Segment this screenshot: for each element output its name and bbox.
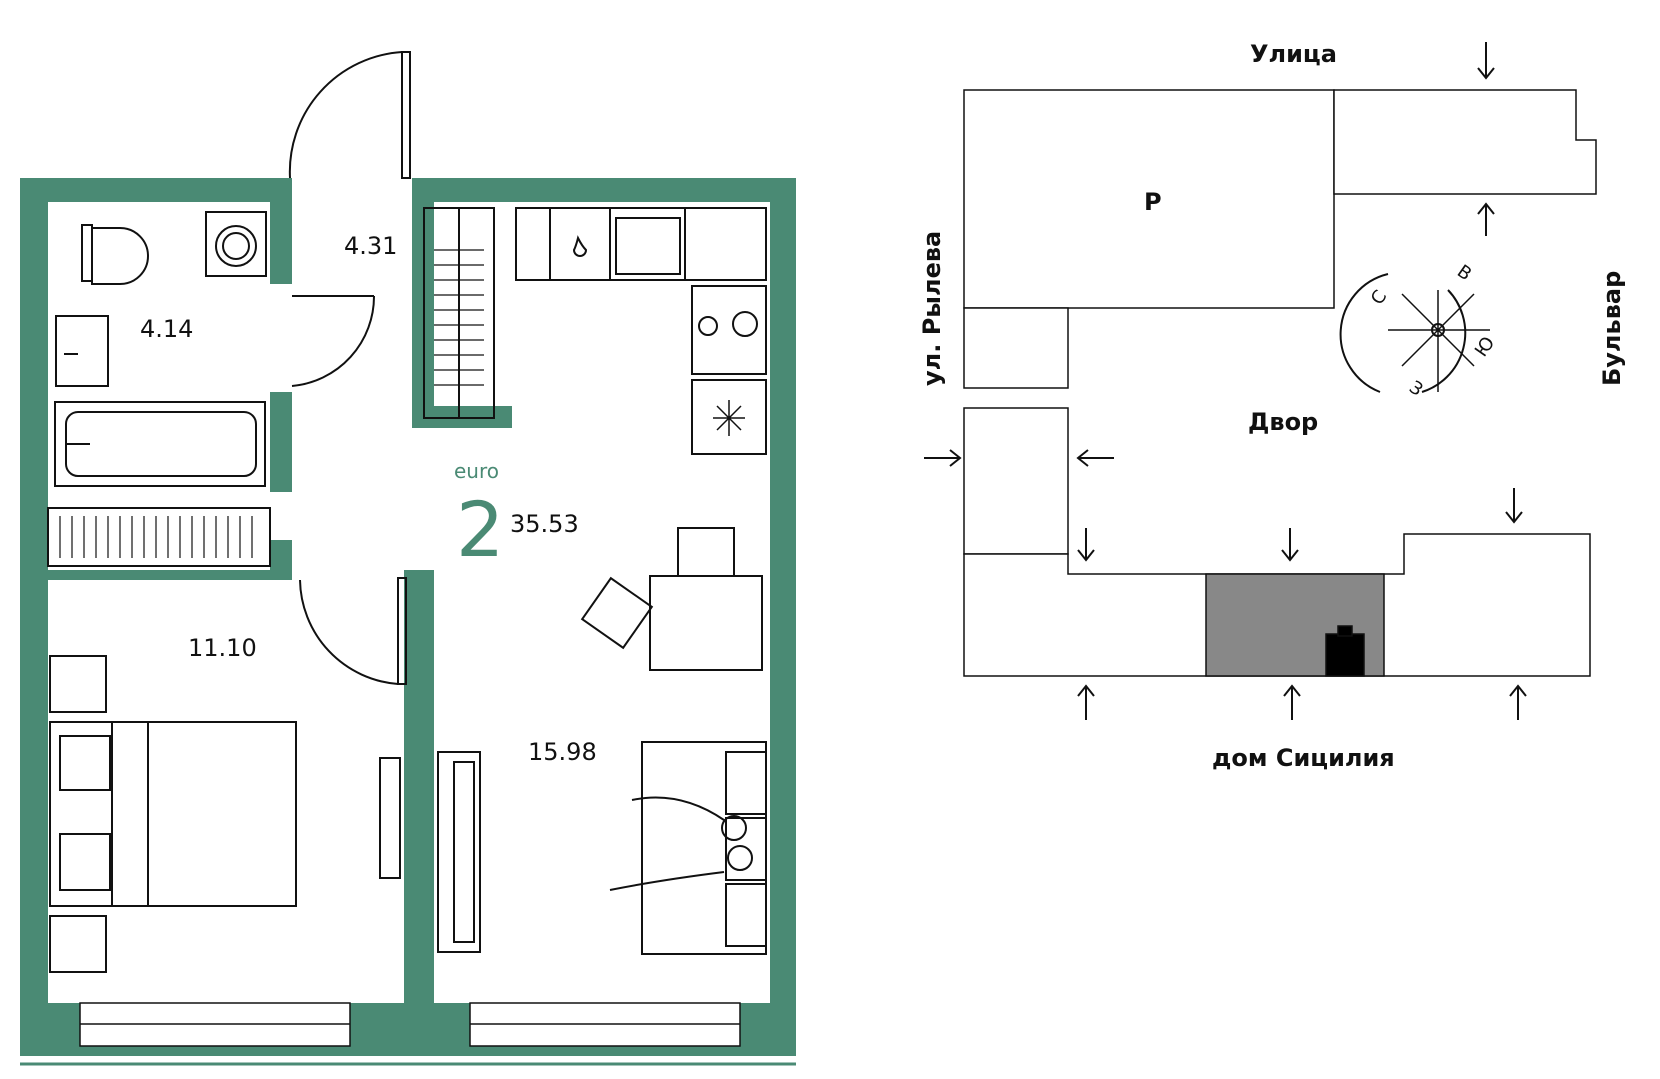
hall-wardrobe bbox=[423, 207, 495, 419]
washing-machine bbox=[205, 211, 267, 277]
kitchen-counter bbox=[515, 207, 767, 455]
dining-table bbox=[580, 527, 763, 671]
entry-arrows bbox=[924, 42, 1527, 720]
bedroom-area: 11.10 bbox=[188, 634, 257, 662]
sofa bbox=[609, 741, 767, 955]
living-area: 15.98 bbox=[528, 738, 597, 766]
total-area: 35.53 bbox=[510, 510, 579, 538]
compass-east: В bbox=[1453, 261, 1475, 285]
street-top-label: Улица bbox=[1250, 40, 1337, 68]
rooms-count: 2 bbox=[456, 485, 504, 574]
floor-plan: 4.31 4.14 11.10 15.98 euro 2 35.53 bbox=[20, 51, 796, 1066]
tv-bedroom bbox=[379, 757, 401, 879]
toilet bbox=[81, 224, 149, 285]
bed bbox=[49, 655, 297, 973]
bathtub bbox=[54, 401, 266, 487]
outer-walls bbox=[20, 178, 796, 1056]
bedroom-door bbox=[299, 577, 407, 685]
windows bbox=[20, 1002, 796, 1066]
site-plan: Улица Р Двор дом Сицилия ул. Рылева Буль… bbox=[918, 40, 1626, 772]
buildings bbox=[963, 89, 1597, 677]
compass-west: З bbox=[1405, 377, 1427, 401]
euro-label: euro bbox=[454, 459, 499, 483]
furniture bbox=[47, 51, 767, 973]
building-letter: Р bbox=[1144, 188, 1162, 216]
street-left-label: ул. Рылева bbox=[918, 231, 946, 386]
compass-south: Ю bbox=[1471, 333, 1499, 361]
compass-north: С bbox=[1367, 287, 1391, 309]
bedroom-wardrobe bbox=[47, 507, 271, 567]
yard-label: Двор bbox=[1248, 408, 1318, 436]
compass-rose bbox=[1339, 273, 1490, 393]
bath-sink bbox=[55, 315, 109, 387]
house-label: дом Сицилия bbox=[1212, 744, 1395, 772]
bathroom-door bbox=[291, 295, 376, 387]
room-labels: 4.31 4.14 11.10 15.98 euro 2 35.53 bbox=[140, 232, 597, 766]
tv-living bbox=[437, 751, 481, 953]
entrance-door bbox=[288, 51, 411, 179]
bathroom-area: 4.14 bbox=[140, 315, 193, 343]
hall-area: 4.31 bbox=[344, 232, 397, 260]
street-right-label: Бульвар bbox=[1598, 271, 1626, 386]
